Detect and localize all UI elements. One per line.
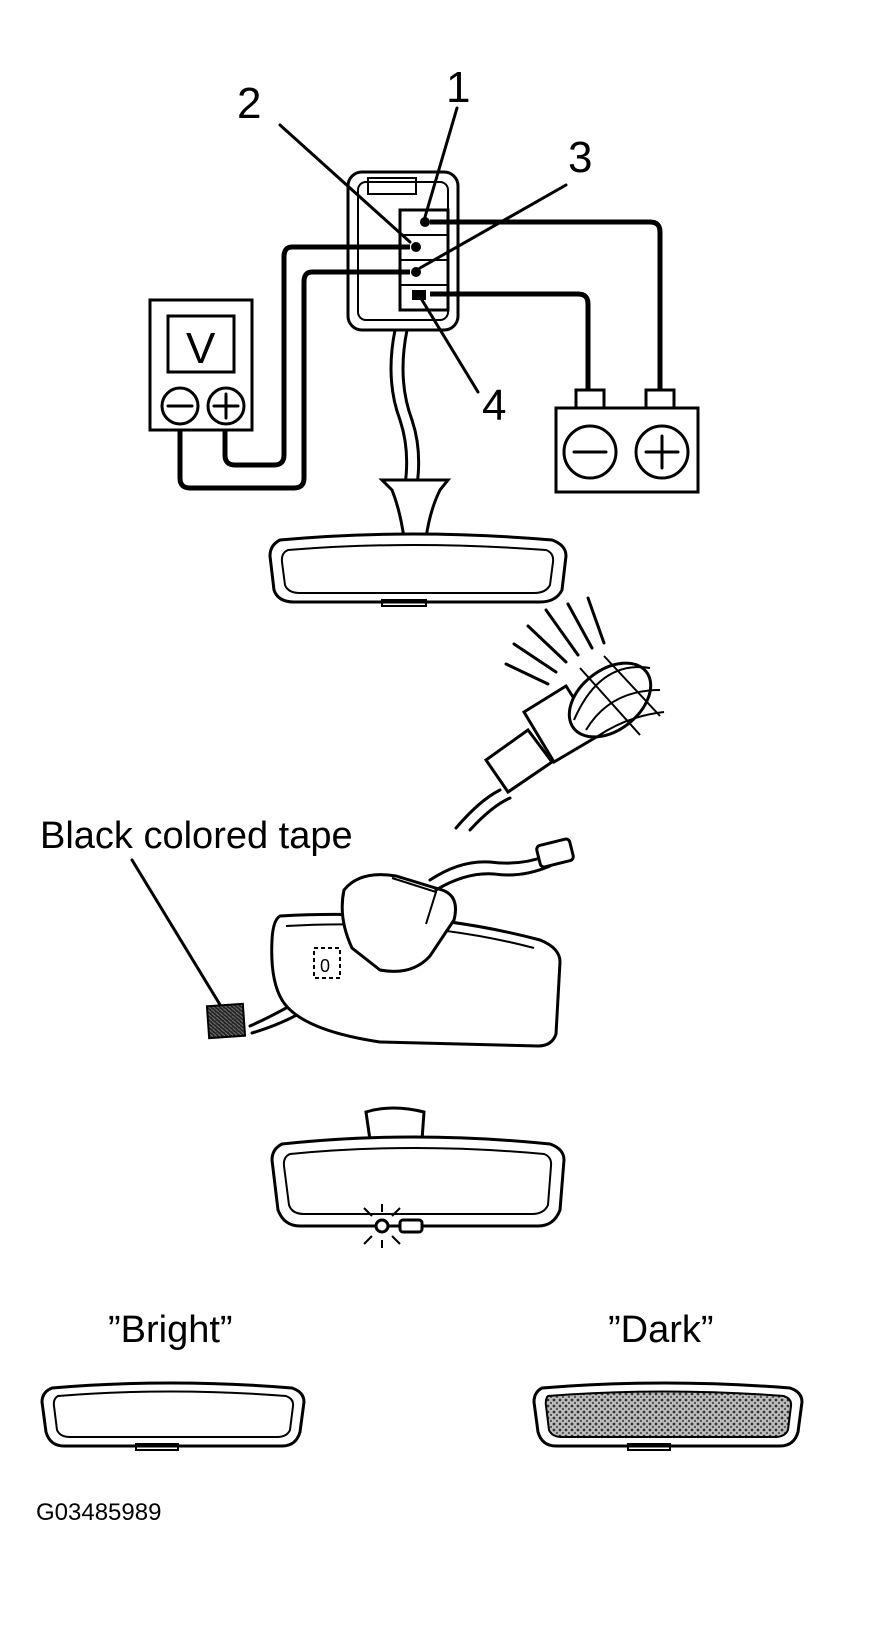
work-lamp-icon bbox=[454, 596, 665, 832]
rearview-mirror-indicator bbox=[270, 1106, 566, 1248]
bright-caption: ”Bright” bbox=[108, 1309, 233, 1351]
mirror-dark bbox=[532, 1381, 804, 1451]
figure-code: G03485989 bbox=[36, 1499, 161, 1526]
svg-text:0: 0 bbox=[320, 956, 330, 976]
tape-caption: Black colored tape bbox=[40, 815, 353, 857]
voltmeter-symbol: V bbox=[186, 324, 216, 373]
minus-icon bbox=[562, 424, 618, 480]
wire-terminal-1-to-battery-plus bbox=[430, 219, 663, 395]
battery-icon bbox=[554, 388, 700, 494]
terminal-3-pin bbox=[411, 267, 421, 277]
terminal-2-pin bbox=[411, 242, 421, 252]
terminal-1-label: 1 bbox=[446, 63, 470, 112]
terminal-4-label: 4 bbox=[482, 381, 506, 430]
terminal-1-pin bbox=[420, 217, 430, 227]
terminal-3-label: 3 bbox=[568, 133, 592, 182]
terminal-4-pin bbox=[412, 290, 426, 300]
rearview-mirror-front bbox=[268, 478, 568, 607]
plus-icon bbox=[634, 424, 690, 480]
plus-icon bbox=[206, 386, 246, 426]
rearview-mirror-back: 0 bbox=[270, 837, 575, 1048]
wire-terminal-4-to-battery-minus bbox=[430, 291, 591, 395]
indicator-light-icon bbox=[356, 1204, 424, 1248]
voltmeter-icon: V bbox=[148, 298, 254, 432]
wire-terminal-3-to-voltmeter-minus bbox=[177, 269, 410, 491]
terminal-2-label: 2 bbox=[237, 79, 261, 128]
mirror-bright bbox=[40, 1381, 306, 1451]
minus-icon bbox=[160, 386, 200, 426]
wire-terminal-2-to-voltmeter-plus bbox=[222, 244, 410, 468]
mirror-connector bbox=[346, 170, 460, 332]
dark-caption: ”Dark” bbox=[608, 1309, 714, 1351]
